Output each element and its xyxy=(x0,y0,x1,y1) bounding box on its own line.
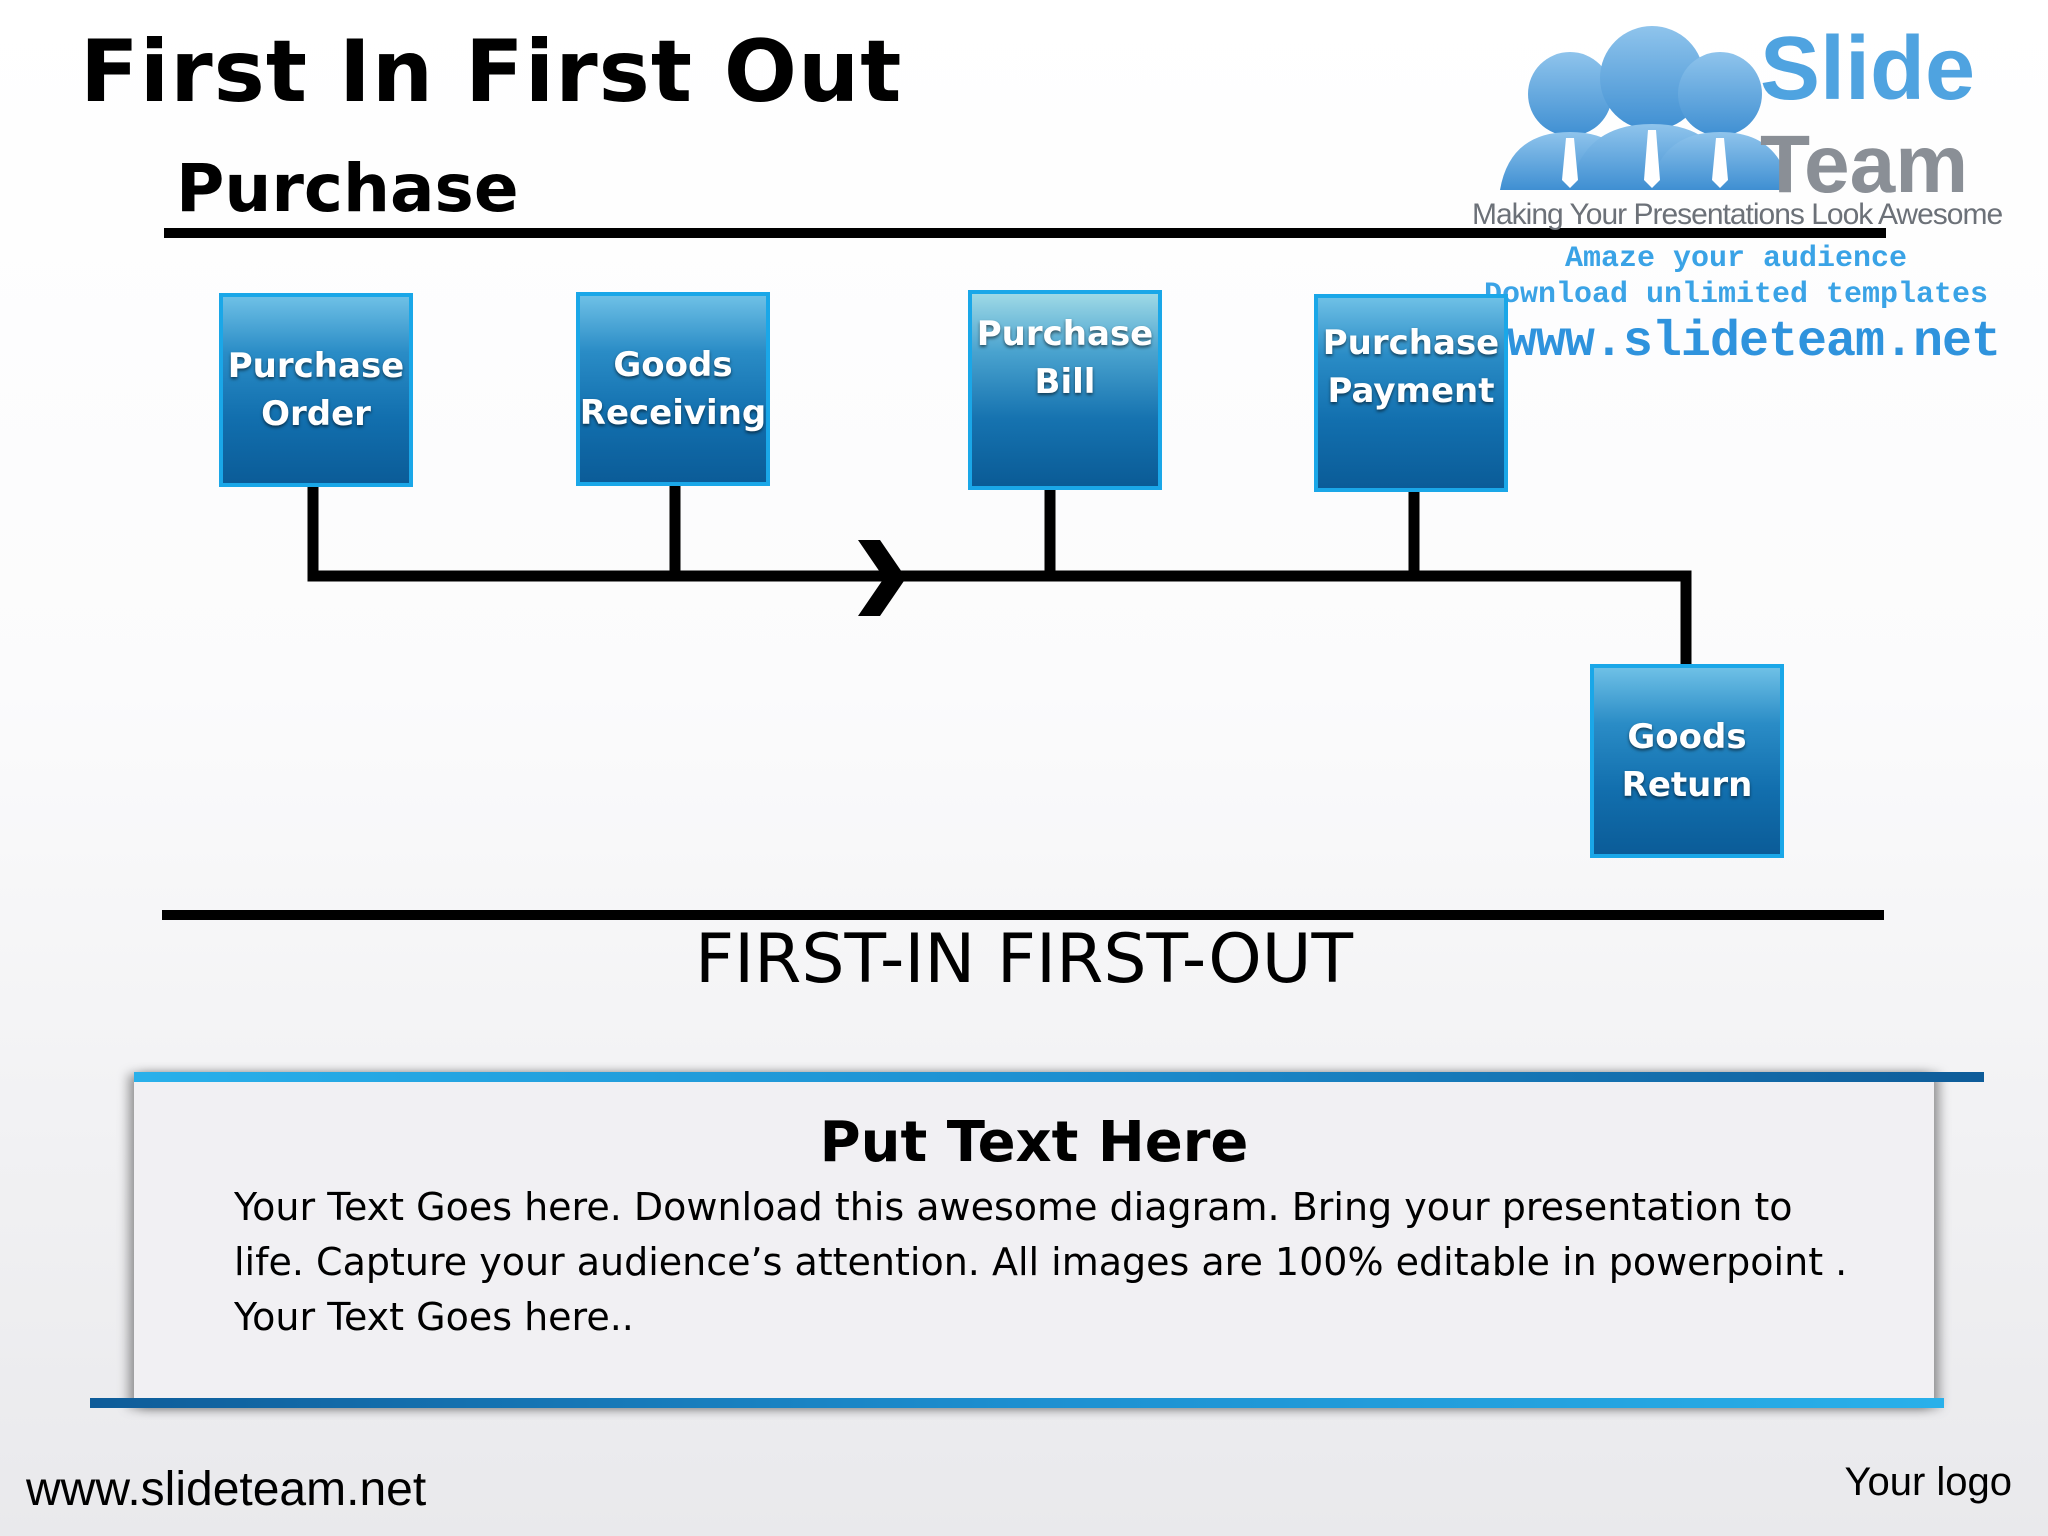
step-label-line1: Purchase xyxy=(227,346,405,386)
logo-promo-download: Download unlimited templates xyxy=(1483,278,1989,312)
flow-connectors xyxy=(307,478,1692,674)
logo-url: www.slideteam.net xyxy=(1506,314,2001,371)
text-panel xyxy=(134,1074,1934,1408)
slide-title: First In First Out xyxy=(80,22,903,122)
step-label-line1: Goods xyxy=(613,345,733,385)
slide-subtitle: Purchase xyxy=(176,150,519,227)
logo-promo-amaze: Amaze your audience xyxy=(1564,242,1908,276)
step-label-line2: Payment xyxy=(1327,371,1495,411)
panel-top-accent xyxy=(134,1072,1984,1082)
top-divider xyxy=(164,228,1886,238)
panel-heading: Put Text Here xyxy=(819,1110,1249,1175)
step-label-line1: Purchase xyxy=(976,314,1154,354)
step-label-line2: Return xyxy=(1621,765,1753,805)
step-label-line1: Goods xyxy=(1627,717,1747,757)
logo-word-slide: Slide xyxy=(1760,19,1976,119)
step-label-line1: Purchase xyxy=(1322,323,1500,363)
logo-tagline: Making Your Presentations Look Awesome xyxy=(1472,198,2003,231)
footer-logo-placeholder: Your logo xyxy=(1844,1460,2012,1504)
section-label: FIRST-IN FIRST-OUT xyxy=(694,920,1354,999)
flow-main-line xyxy=(307,570,1692,674)
logo-word-team: Team xyxy=(1760,119,1969,210)
bottom-divider xyxy=(162,910,1884,920)
step-label-line2: Bill xyxy=(1034,362,1096,402)
panel-bottom-accent xyxy=(90,1398,1944,1408)
step-label-line2: Receiving xyxy=(579,393,767,433)
slideteam-logo xyxy=(1470,20,2030,380)
footer-website: www.slideteam.net xyxy=(26,1463,427,1516)
flow-arrow-icon xyxy=(858,540,906,616)
people-icon xyxy=(1500,26,1790,190)
step-label-line2: Order xyxy=(261,394,371,434)
panel-body-text: Your Text Goes here. Download this aweso… xyxy=(234,1185,1848,1339)
